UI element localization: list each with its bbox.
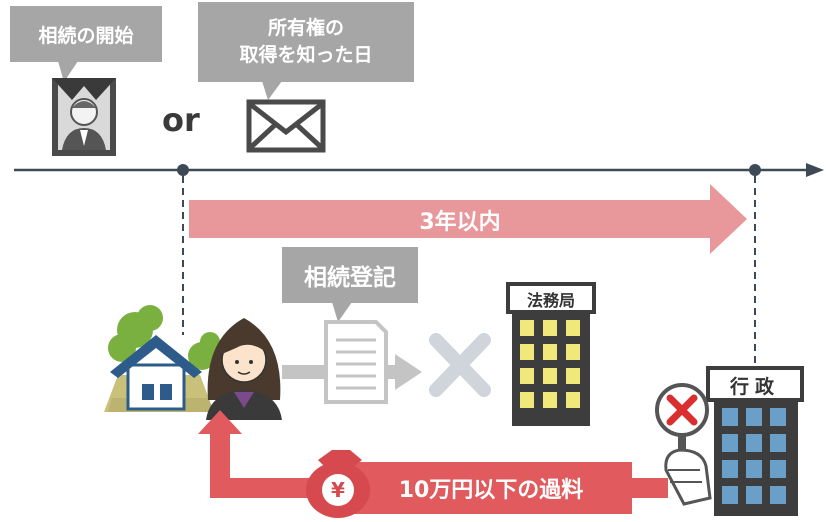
penalty-label: 10万円以下の過料 [398,478,584,503]
start-label: 相続の開始 [38,24,134,47]
ownership-label-line1: 所有権の [267,17,344,39]
start-bubble: 相続の開始 [10,6,162,62]
penalty-banner: 10万円以下の過料 [350,462,632,514]
period-label: 3年以内 [419,210,501,235]
legal-bureau-label: 法務局 [526,291,575,310]
ownership-bubble: 所有権の 取得を知った日 [198,2,414,82]
registration-label: 相続登記 [304,265,396,291]
registration-bubble: 相続登記 [282,247,418,303]
ownership-label-line2: 取得を知った日 [239,44,373,66]
administration-label: 行政 [729,376,780,398]
timeline-start-dot [177,164,189,176]
or-label: or [162,101,200,139]
yen-symbol: ¥ [331,478,345,502]
timeline-end-dot [749,164,761,176]
